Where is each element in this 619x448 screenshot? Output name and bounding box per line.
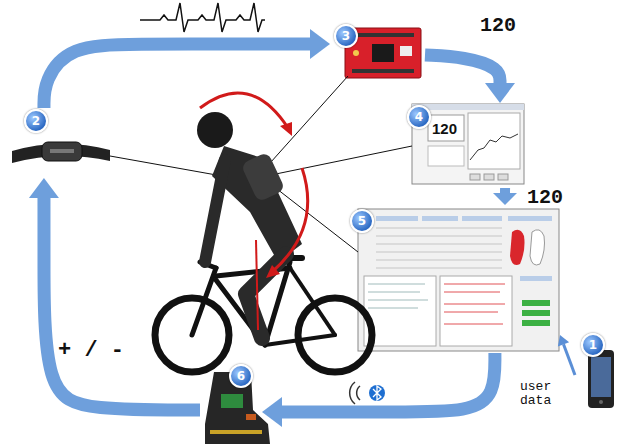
arrow-shaft	[44, 198, 200, 410]
callout-number: 1	[581, 333, 605, 357]
software-screenshot	[358, 209, 559, 351]
arrow-head	[310, 29, 330, 59]
diagram-label: 120	[527, 186, 563, 209]
arrow-head	[262, 397, 282, 427]
diagram-label: 120	[432, 120, 457, 137]
chest-strap	[12, 142, 110, 163]
arrow-shaft	[282, 353, 495, 412]
callout-number: 3	[334, 24, 358, 48]
label-holder: + / -	[58, 338, 148, 363]
flow-arrow	[558, 335, 575, 375]
diagram-label: user data	[520, 380, 564, 408]
flow-arrow	[29, 178, 200, 410]
component-group: 5	[350, 205, 560, 353]
label-holder: 120	[527, 186, 587, 209]
cyclist	[197, 93, 308, 338]
component-group: 1	[575, 333, 617, 413]
ecg-wave	[140, 3, 265, 32]
arrow-shaft	[425, 55, 500, 83]
bluetooth-icon	[350, 382, 385, 404]
arrow-head	[485, 83, 515, 103]
diagram-label: + / -	[58, 338, 124, 363]
component-group: 3	[330, 20, 425, 82]
smartphone	[588, 350, 614, 408]
arrow-shaft	[564, 344, 575, 375]
callout-number: 2	[24, 109, 48, 133]
callout-number: 5	[350, 209, 374, 233]
label-holder: 120	[432, 119, 472, 138]
component-group: 6	[200, 362, 262, 446]
flow-arrow	[44, 29, 330, 108]
callout-number: 6	[229, 364, 253, 388]
arrow-head	[558, 335, 569, 346]
flow-arrow	[425, 55, 515, 103]
callout-number: 4	[407, 105, 431, 129]
arrow-head	[493, 193, 517, 205]
diagram-label: 120	[480, 14, 516, 37]
label-holder: 120	[480, 14, 540, 37]
arrow-shaft	[44, 44, 310, 108]
flow-arrow	[262, 353, 495, 427]
arrow-shaft	[500, 188, 510, 193]
flow-arrow	[493, 188, 517, 205]
component-group: 4	[407, 103, 527, 188]
label-holder: user data	[520, 380, 564, 408]
arrow-head	[29, 178, 59, 198]
component-group: 2	[8, 108, 116, 178]
